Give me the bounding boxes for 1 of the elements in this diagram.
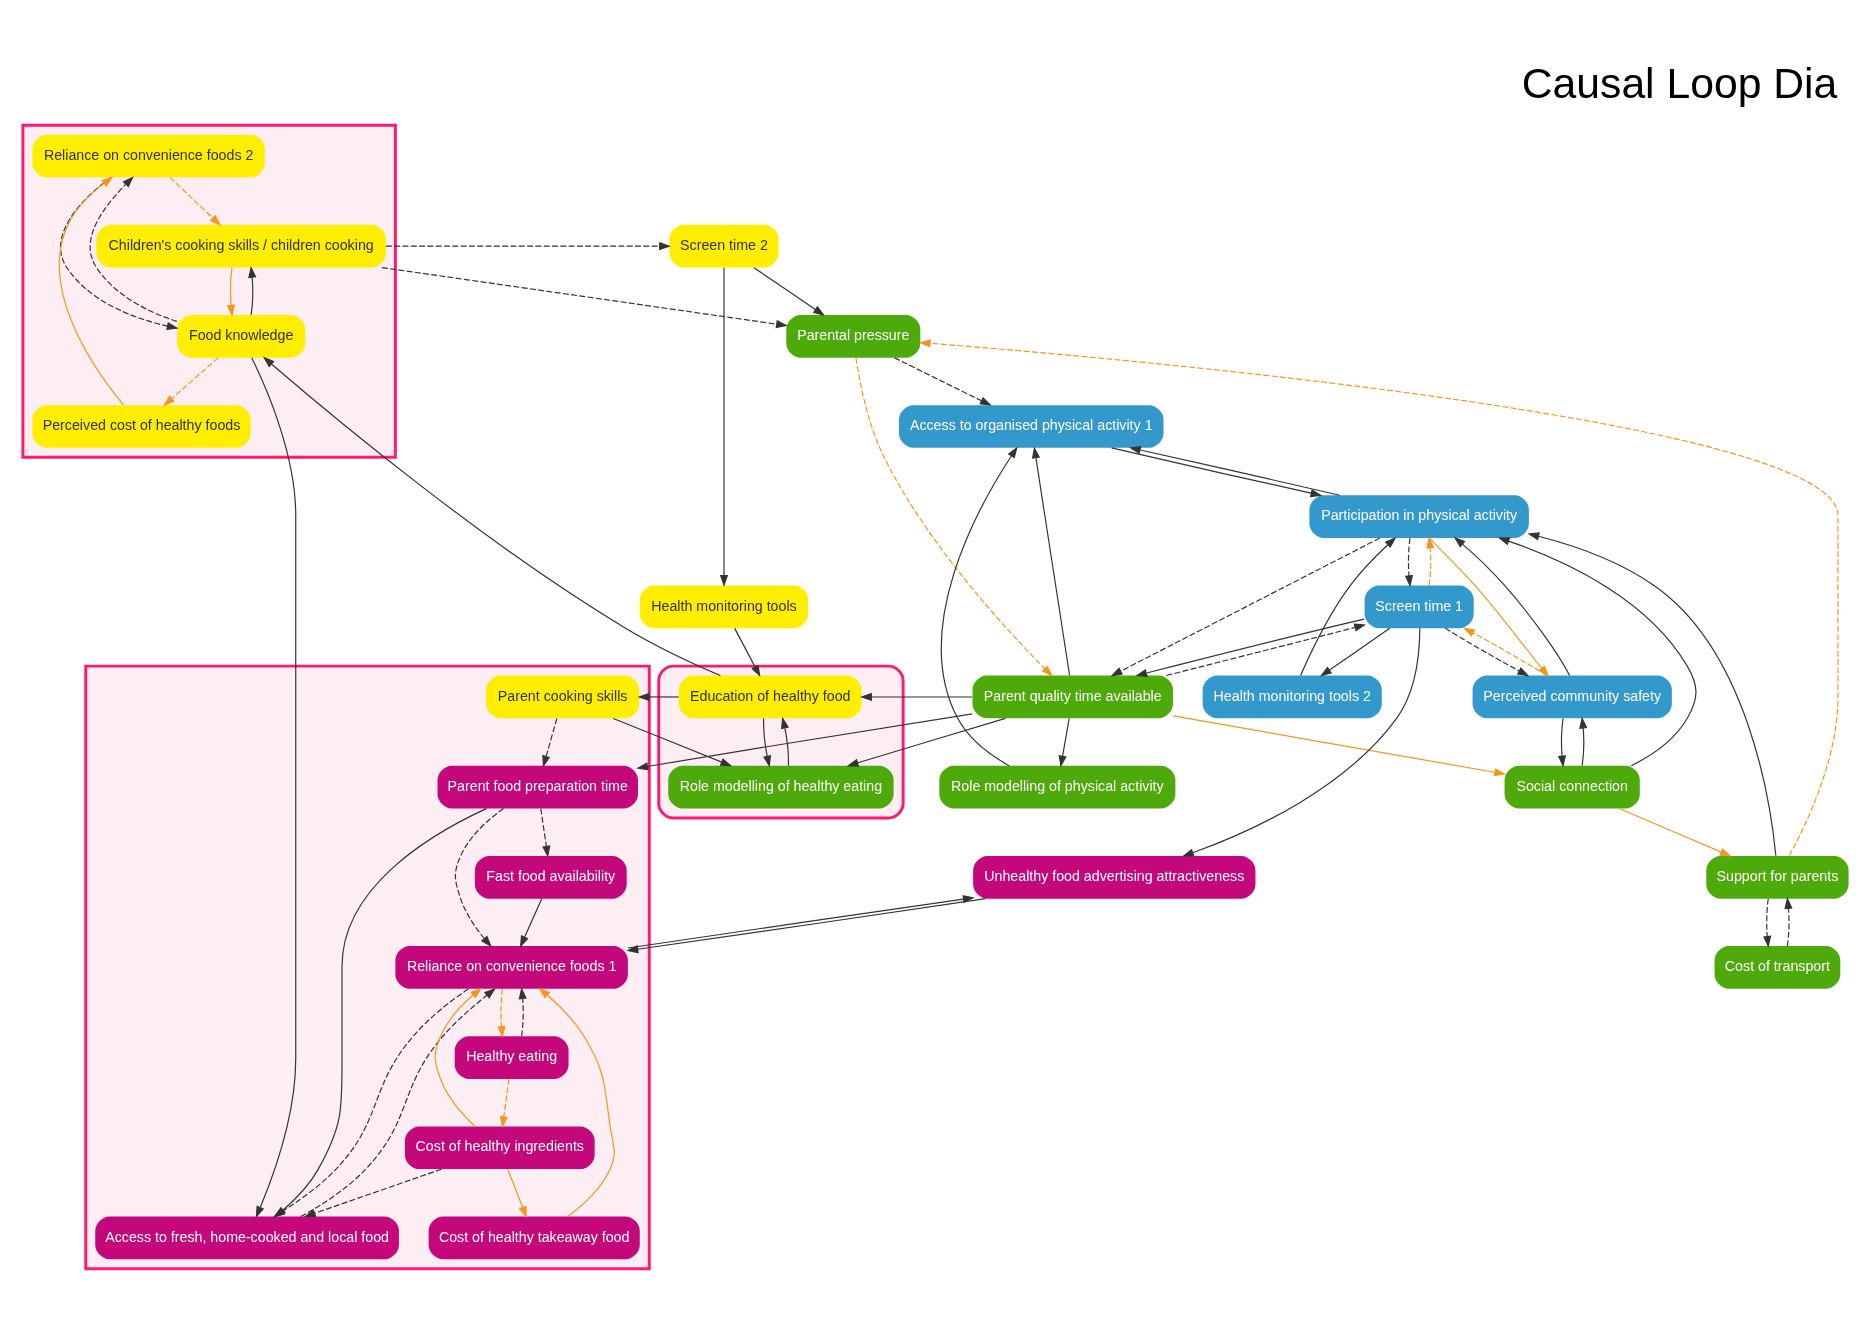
diagram-title: Causal Loop Dia [1521, 58, 1838, 107]
